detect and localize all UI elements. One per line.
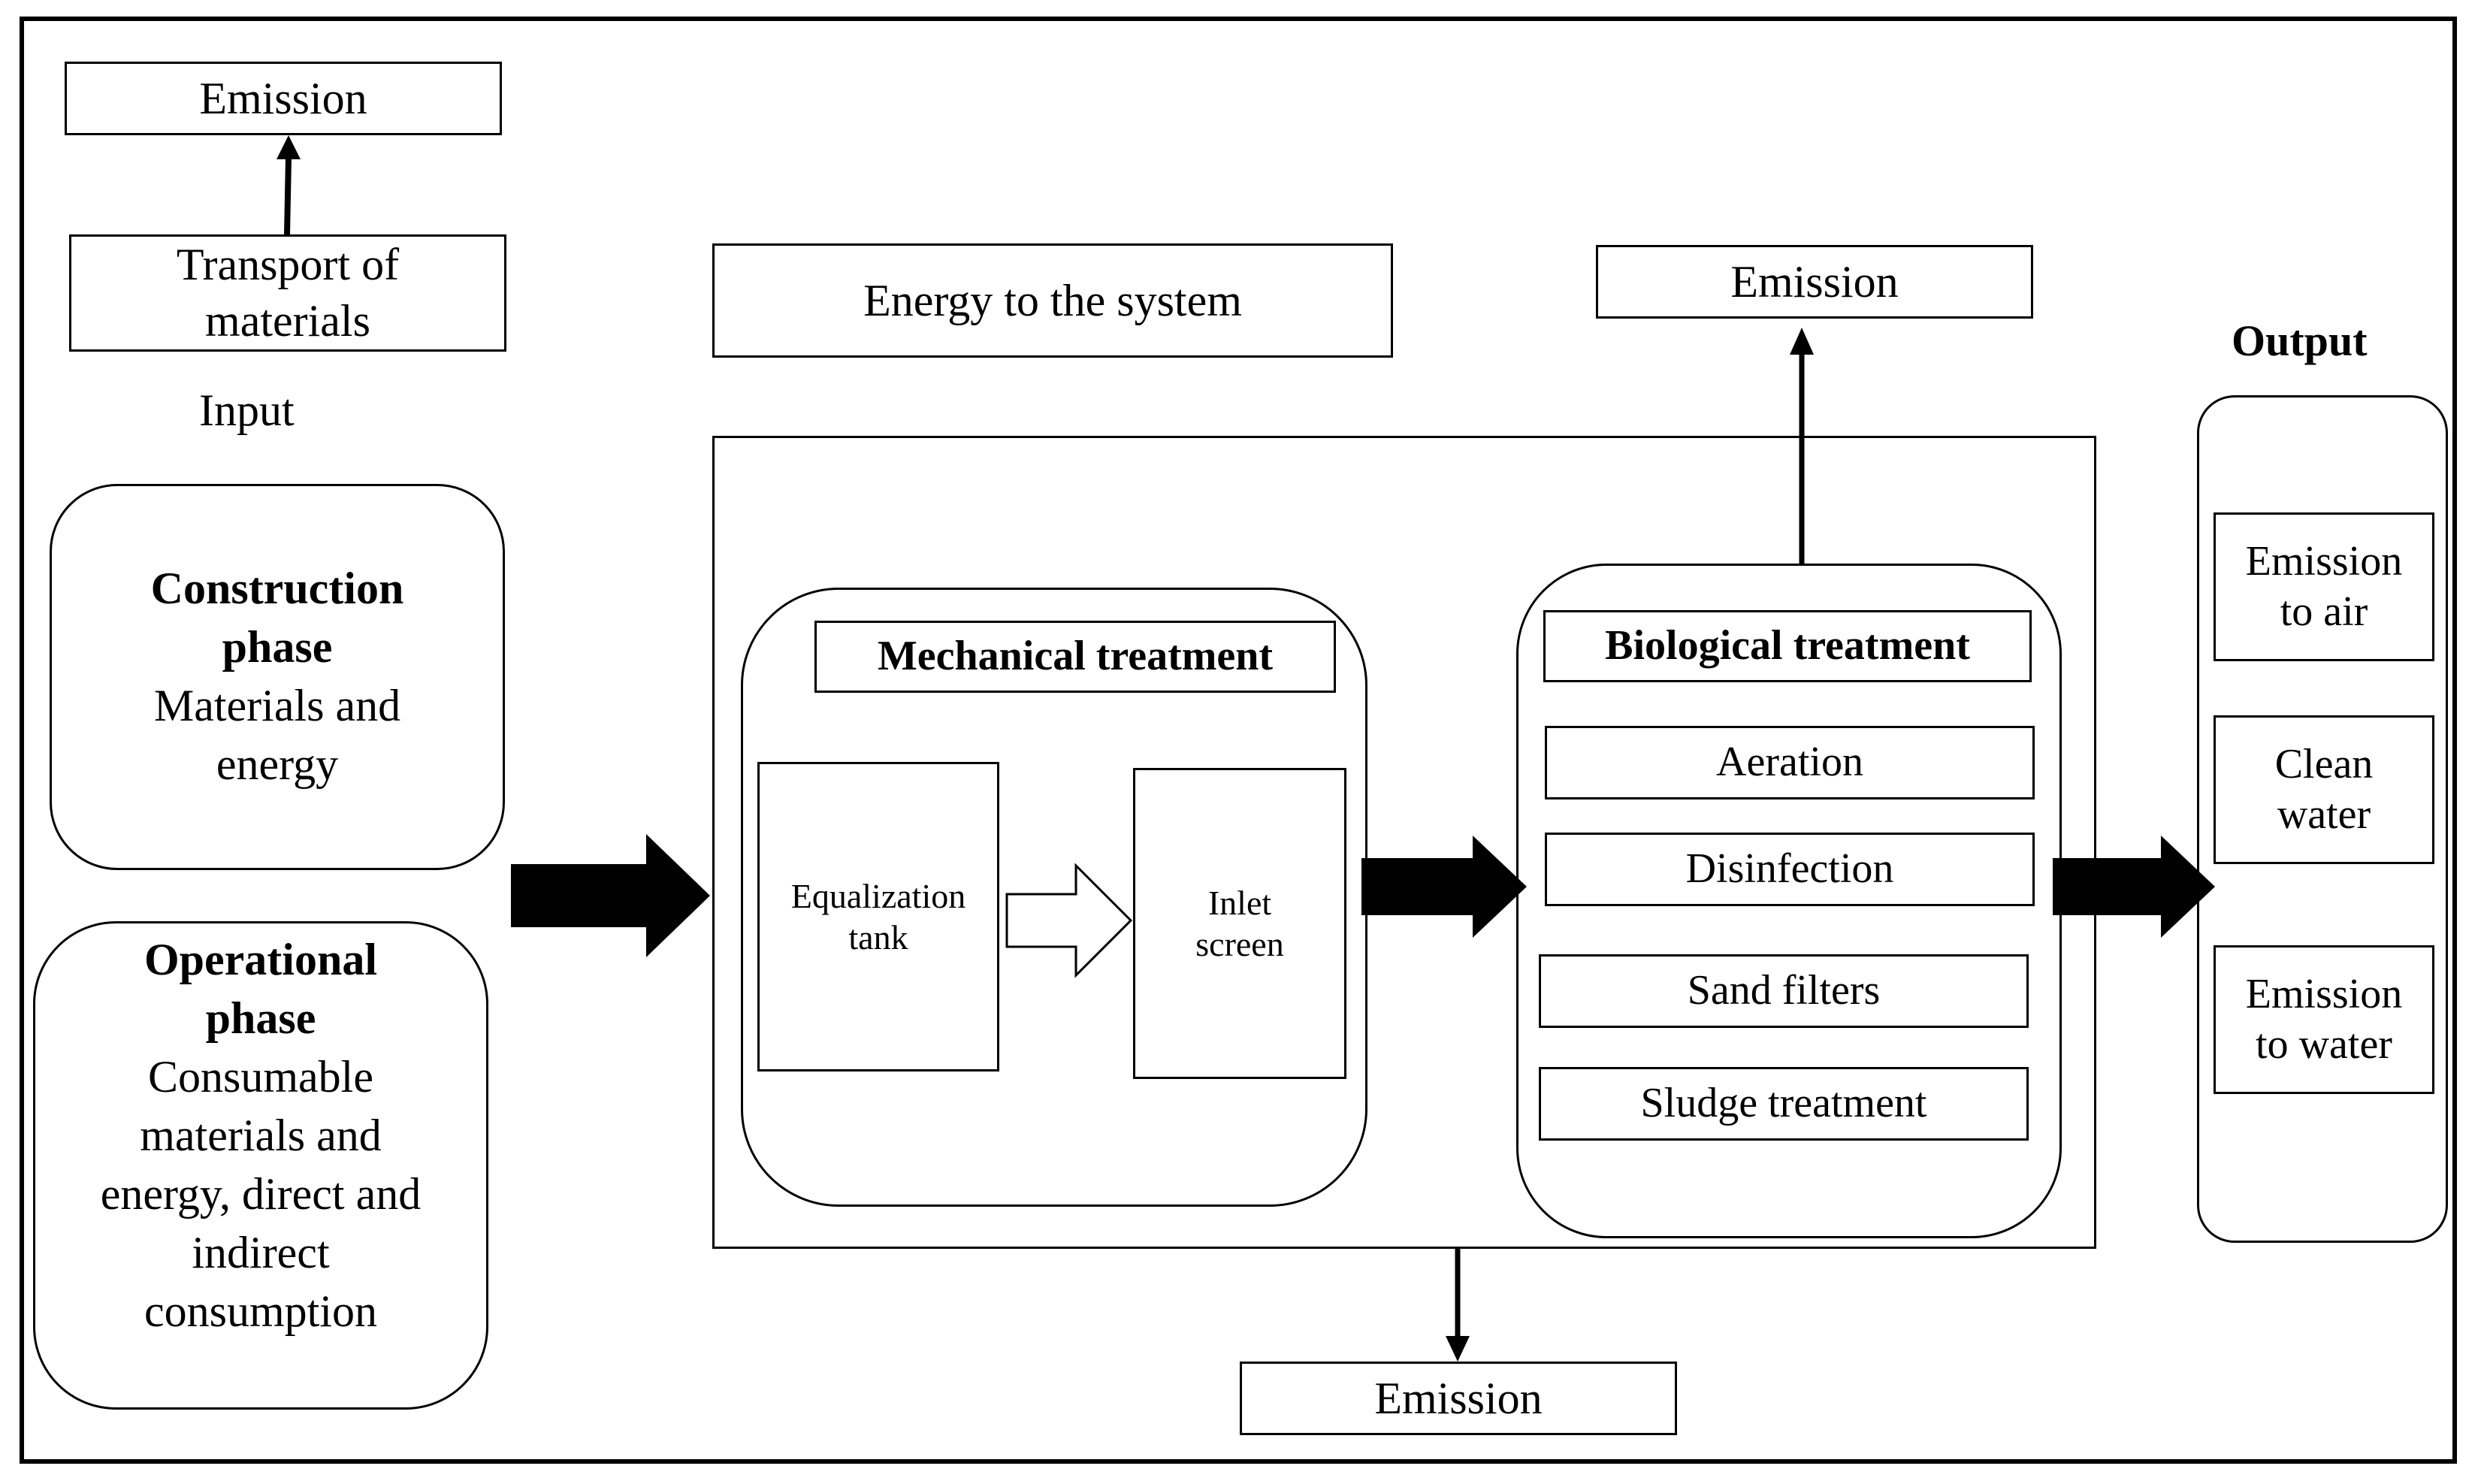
equalization-tank-label: Equalization tank [790,876,966,957]
biological-treatment-title: Biological treatment [1605,622,1970,669]
emission-to-air-box: Emission to air [2214,512,2434,661]
emission-to-water-label: Emission to water [2245,970,2403,1068]
disinfection-box: Disinfection [1545,833,2035,906]
construction-phase-box [50,484,505,870]
output-group [2197,395,2448,1243]
mechanical-treatment-title: Mechanical treatment [877,633,1274,680]
top-left-emission-box: Emission [65,62,502,135]
inlet-screen-label: Inlet screen [1195,883,1284,963]
input-label: Input [199,385,295,435]
arrow-input-to-system [511,834,710,957]
inlet-screen-box: Inlet screen [1133,768,1346,1079]
equalization-tank-box: Equalization tank [757,762,999,1071]
mechanical-treatment-group [741,588,1367,1207]
construction-phase-title: Construction phase [150,564,404,672]
sludge-treatment-box: Sludge treatment [1539,1067,2029,1141]
transport-of-materials-box: Transport of materials [69,234,506,352]
operational-phase-box [33,921,488,1410]
emission-to-air-label: Emission to air [2245,537,2403,635]
aeration-box: Aeration [1545,726,2035,799]
biological-treatment-group [1516,564,2062,1238]
arrow-transport-to-emission [277,135,301,235]
aeration-label: Aeration [1716,739,1863,786]
top-emission-box: Emission [1596,245,2033,319]
disinfection-label: Disinfection [1685,845,1894,893]
output-label: Output [2232,316,2368,365]
top-emission-label: Emission [1730,257,1899,307]
construction-phase-description: Materials and energy [153,681,401,789]
top-left-emission-label: Emission [199,74,367,123]
system-boundary-box [712,436,2096,1249]
mechanical-treatment-title-box: Mechanical treatment [814,621,1336,693]
arrow-system-to-output [2053,836,2215,938]
emission-to-water-box: Emission to water [2214,945,2434,1094]
sand-filters-box: Sand filters [1539,954,2029,1028]
energy-to-system-box: Energy to the system [712,243,1393,358]
construction-phase-text: Construction phase Materials and energy [50,559,505,793]
sludge-treatment-label: Sludge treatment [1640,1080,1927,1127]
operational-phase-description: Consumable materials and energy, direct … [100,1052,422,1336]
clean-water-label: Clean water [2274,740,2374,838]
operational-phase-title: Operational phase [144,935,377,1043]
arrow-system-to-emission [1446,1249,1470,1362]
arrow-equalization-to-inlet [1005,863,1133,978]
diagram-frame [20,17,2457,1464]
clean-water-box: Clean water [2214,715,2434,864]
transport-of-materials-label: Transport of materials [176,240,400,346]
arrow-biological-to-emission [1790,328,1814,564]
bottom-emission-box: Emission [1240,1362,1677,1435]
sand-filters-label: Sand filters [1687,967,1881,1014]
arrow-mechanical-to-biological [1361,836,1527,938]
bottom-emission-label: Emission [1374,1374,1543,1423]
operational-phase-text: Operational phase Consumable materials a… [33,930,488,1340]
biological-treatment-title-box: Biological treatment [1543,610,2032,682]
energy-to-system-label: Energy to the system [863,276,1242,325]
